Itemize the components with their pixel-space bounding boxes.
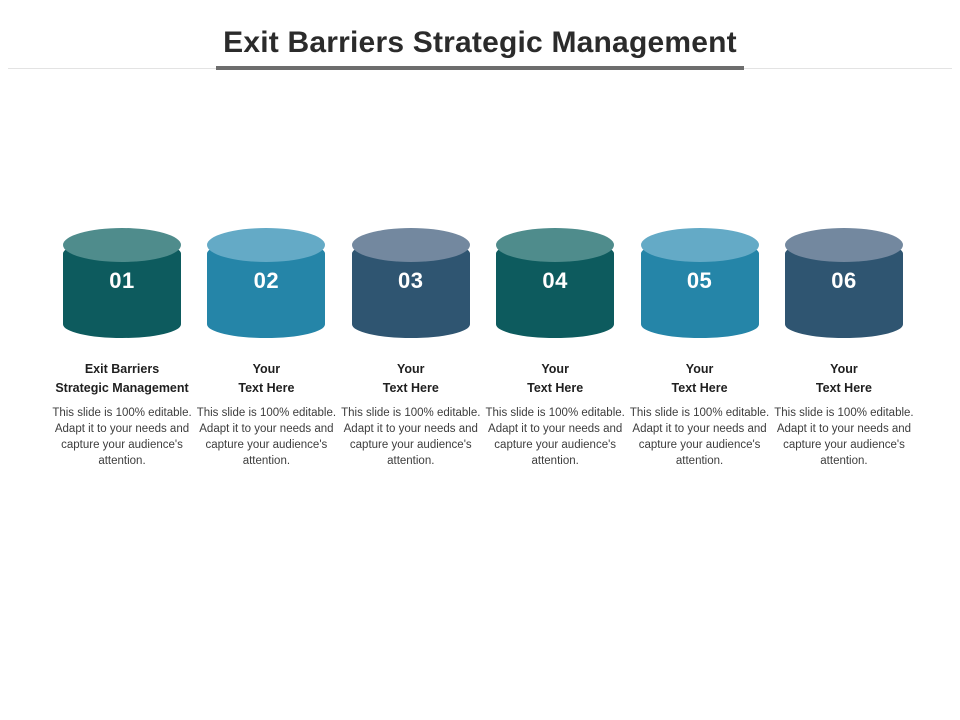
item-heading-line2: Text Here	[382, 381, 439, 395]
cylinder-number: 06	[831, 268, 857, 293]
title-area: Exit Barriers Strategic Management	[0, 24, 960, 62]
item-heading-line2: Text Here	[238, 381, 295, 395]
cylinder-top-ellipse	[207, 228, 326, 262]
item-heading-line1: Your	[830, 362, 858, 376]
cylinder-top-ellipse	[351, 228, 470, 262]
cylinder-number: 05	[686, 268, 713, 293]
cylinder-shape[interactable]: 06	[784, 228, 903, 340]
item-heading-line2: Text Here	[527, 381, 584, 395]
item-heading-line1: Your	[252, 362, 281, 376]
cylinder-top-ellipse	[496, 228, 615, 262]
item-heading-line1: Your	[397, 362, 425, 376]
cylinder-shape[interactable]: 01	[63, 228, 181, 340]
page-title: Exit Barriers Strategic Management	[223, 26, 737, 59]
item-heading-line1: Your	[685, 362, 714, 376]
item-heading-line2: Strategic Management	[55, 381, 189, 395]
item-body-text: This slide is 100% editable. Adapt it to…	[341, 407, 481, 467]
item-heading-line2: Text Here	[815, 381, 872, 395]
cylinder-shape[interactable]: 03	[351, 228, 470, 340]
item-body-text: This slide is 100% editable. Adapt it to…	[774, 407, 914, 467]
item-body-text: This slide is 100% editable. Adapt it to…	[629, 407, 770, 467]
cylinder-top-ellipse	[63, 228, 181, 262]
cylinder-shape[interactable]: 04	[496, 228, 615, 340]
item-body-text: This slide is 100% editable. Adapt it to…	[196, 407, 337, 467]
cylinder-number: 01	[109, 268, 135, 293]
cylinder-number: 03	[398, 268, 424, 293]
item-heading-line2: Text Here	[671, 381, 728, 395]
cylinder-number: 02	[253, 268, 280, 293]
cylinder-shape[interactable]: 02	[207, 228, 326, 340]
cylinder-number: 04	[542, 268, 568, 293]
cylinder-shape[interactable]: 05	[640, 228, 759, 340]
item-body-text: This slide is 100% editable. Adapt it to…	[52, 407, 192, 467]
item-body-text: This slide is 100% editable. Adapt it to…	[485, 407, 625, 467]
item-heading-line1: Your	[541, 362, 569, 376]
item-heading-line1: Exit Barriers	[84, 362, 160, 376]
cylinder-top-ellipse	[784, 228, 903, 262]
cylinder-top-ellipse	[640, 228, 759, 262]
header-divider-accent	[216, 66, 744, 70]
